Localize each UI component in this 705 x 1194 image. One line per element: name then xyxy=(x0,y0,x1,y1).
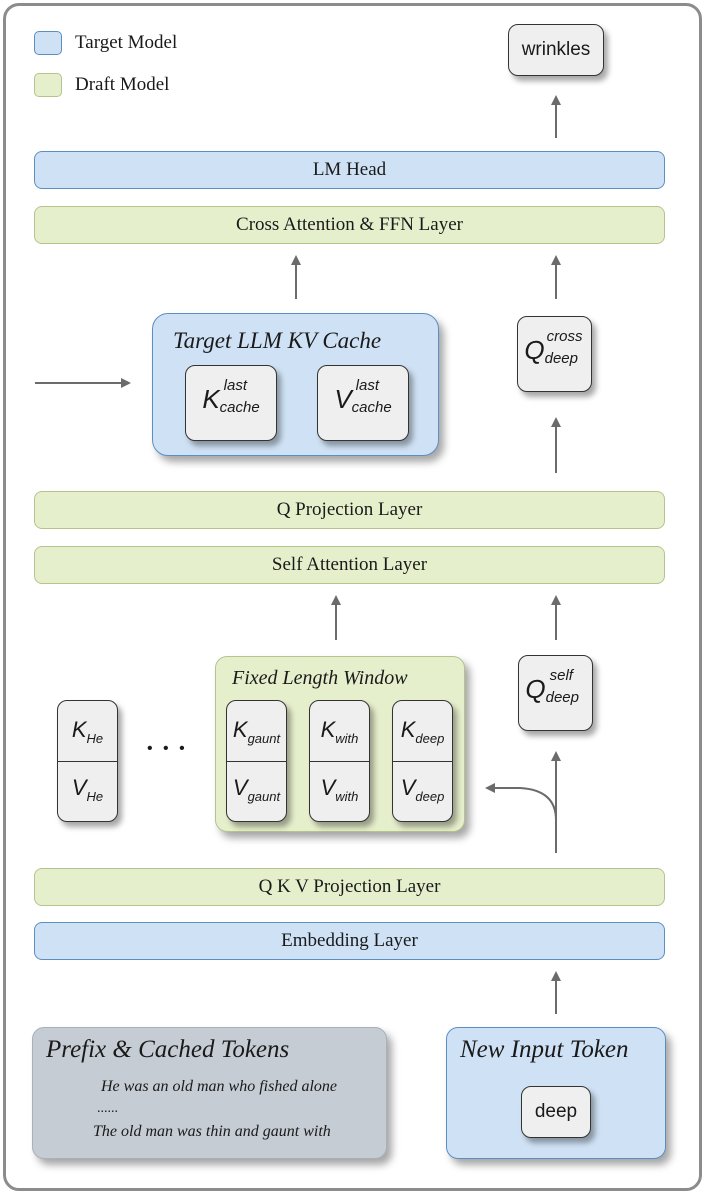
k-cache-sup: last xyxy=(223,377,248,394)
v-deep-base: V xyxy=(400,775,416,800)
cell-divider xyxy=(393,761,452,762)
kv-cache-title: Target LLM KV Cache xyxy=(173,328,382,353)
legend-target-swatch xyxy=(34,31,62,55)
k-deep-sub: deep xyxy=(415,731,445,746)
q-cross-sub: deep xyxy=(544,350,578,367)
k-he-base: K xyxy=(71,717,87,742)
ellipsis: • • • xyxy=(147,740,188,757)
q-self-base: Q xyxy=(525,674,546,705)
prefix-line-1: He was an old man who fished alone xyxy=(101,1078,337,1095)
window-cell-deep: Kdeep Vdeep xyxy=(392,700,453,822)
window-cell-gaunt: Kgaunt Vgaunt xyxy=(226,700,287,822)
v-deep-sub: deep xyxy=(415,789,445,804)
output-token-wrinkles: wrinkles xyxy=(508,24,604,76)
prefix-line-ellipsis: ...... xyxy=(97,1101,118,1116)
embedding-layer: Embedding Layer xyxy=(34,922,665,960)
k-cache-base: K xyxy=(202,384,220,415)
k-deep-base: K xyxy=(400,717,416,742)
v-with-base: V xyxy=(320,775,336,800)
self-attention-layer: Self Attention Layer xyxy=(34,546,665,584)
cell-divider xyxy=(227,761,286,762)
q-cross-sup: cross xyxy=(546,328,583,345)
v-with-sub: with xyxy=(335,789,359,804)
window-cell-with: Kwith Vwith xyxy=(309,700,370,822)
new-input-title: New Input Token xyxy=(460,1036,629,1063)
k-gaunt-sub: gaunt xyxy=(247,731,281,746)
input-token-deep: deep xyxy=(521,1086,591,1138)
v-cache-sub: cache xyxy=(351,399,392,416)
q-projection-layer: Q Projection Layer xyxy=(34,491,665,529)
window-title: Fixed Length Window xyxy=(232,667,408,689)
cell-divider xyxy=(58,761,117,762)
legend-draft-swatch xyxy=(34,73,62,97)
prefix-cached-tokens-panel: Prefix & Cached Tokens He was an old man… xyxy=(32,1027,387,1159)
k-with-base: K xyxy=(320,717,336,742)
diagram-frame xyxy=(3,3,702,1191)
cell-divider xyxy=(310,761,369,762)
prefix-line-2: The old man was thin and gaunt with xyxy=(93,1123,331,1140)
legend-target-label: Target Model xyxy=(75,32,178,53)
q-self-sup: self xyxy=(549,667,573,684)
v-cache-sup: last xyxy=(355,377,380,394)
k-gaunt-base: K xyxy=(232,717,248,742)
arrow-qkv-to-window xyxy=(485,783,557,853)
k-he-sub: He xyxy=(86,731,104,746)
q-self-sub: deep xyxy=(545,689,579,706)
prefix-title: Prefix & Cached Tokens xyxy=(46,1036,290,1063)
cross-attention-ffn-layer: Cross Attention & FFN Layer xyxy=(34,206,665,244)
k-with-sub: with xyxy=(335,731,359,746)
lm-head-layer: LM Head xyxy=(34,151,665,189)
k-cache-sub: cache xyxy=(219,399,260,416)
cell-he: KHe VHe xyxy=(57,700,118,822)
v-gaunt-base: V xyxy=(232,775,248,800)
qkv-projection-layer: Q K V Projection Layer xyxy=(34,868,665,906)
legend-draft-label: Draft Model xyxy=(75,74,170,95)
v-he-sub: He xyxy=(86,789,104,804)
v-cache-base: V xyxy=(334,384,352,415)
q-cross-base: Q xyxy=(524,335,545,366)
v-gaunt-sub: gaunt xyxy=(247,789,281,804)
v-he-base: V xyxy=(71,775,87,800)
